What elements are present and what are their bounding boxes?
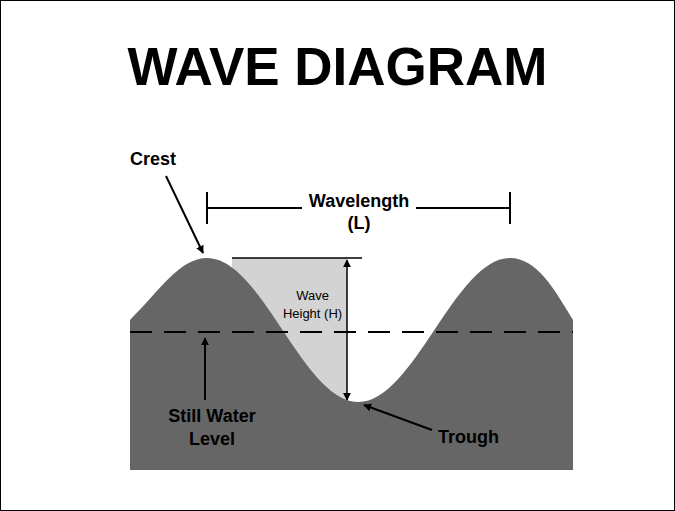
wave-height-label: Wave Height (H)	[281, 287, 344, 323]
wave-body	[130, 258, 573, 470]
still-water-label: Still Water Level	[158, 405, 266, 451]
crest-label: Crest	[130, 148, 176, 170]
trough-leader	[364, 405, 432, 430]
trough-label: Trough	[438, 426, 499, 448]
diagram-title: WAVE DIAGRAM	[0, 34, 675, 100]
crest-leader	[166, 176, 203, 253]
water-level-leader	[204, 338, 206, 400]
crest-level-line	[232, 257, 362, 259]
height-arrow	[346, 260, 348, 400]
wavelength-label: Wavelength (L)	[302, 190, 416, 234]
still-water-line	[130, 331, 573, 333]
